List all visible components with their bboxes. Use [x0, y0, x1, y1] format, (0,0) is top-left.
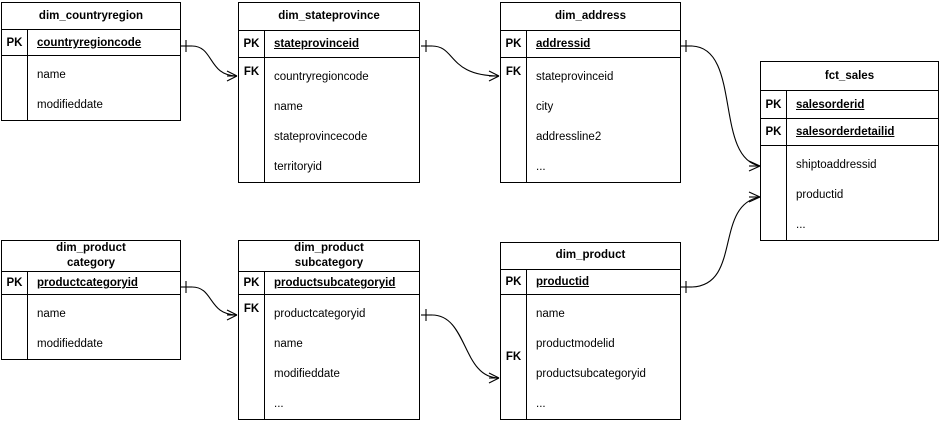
key-label: PK [501, 31, 527, 57]
attribute-row: name [274, 101, 303, 113]
key-row-pk[interactable]: PK stateprovinceid [239, 31, 419, 58]
entity-title: fct_sales [761, 62, 938, 92]
entity-dim-productcategory[interactable]: dim_product category PK productcategoryi… [1, 240, 181, 360]
attribute-row: productid [796, 189, 844, 201]
attribute-row: name [274, 338, 303, 350]
attribute-row: territoryid [274, 161, 322, 173]
key-row-pk[interactable]: PK productid [501, 269, 680, 295]
attribute-row: productsubcategoryid [536, 368, 646, 380]
key-row-pk[interactable]: PK productsubcategoryid [239, 272, 419, 295]
relationship-countryregion-stateprovince [181, 40, 238, 82]
entity-title-line: dim_product [294, 242, 364, 254]
entity-title-line: dim_product [56, 242, 126, 254]
attribute-row: modifieddate [37, 338, 103, 350]
entity-title-line: dim_product [555, 249, 626, 262]
attribute-row: ... [536, 161, 546, 173]
key-label: PK [239, 272, 265, 294]
attribute-list: productcategoryid name modifieddate ... [265, 295, 419, 419]
entity-title-line: dim_countryregion [38, 9, 144, 22]
entity-title-line: subcategory [294, 257, 364, 269]
attribute-row: modifieddate [274, 368, 340, 380]
relationship-product-sales [681, 191, 761, 293]
entity-dim-address[interactable]: dim_address PK addressid FK stateprovinc… [500, 2, 681, 183]
attribute-list: name productmodelid productsubcategoryid… [527, 295, 680, 419]
entity-title: dim_countryregion [2, 3, 180, 31]
key-label: PK [2, 30, 28, 55]
key-label: PK [501, 269, 527, 294]
body-key-label: FK [501, 58, 527, 182]
attribute-row: name [536, 308, 565, 320]
attribute-row: addressline2 [536, 131, 602, 143]
attribute-row: ... [274, 398, 284, 410]
attribute-list: countryregioncode name stateprovincecode… [265, 58, 419, 182]
entity-dim-countryregion[interactable]: dim_countryregion PK countryregioncode n… [1, 2, 181, 121]
body-key-label [2, 56, 28, 120]
attribute-list: name modifieddate [28, 56, 180, 120]
entity-title: dim_product [501, 243, 680, 270]
entity-fct-sales[interactable]: fct_sales PK salesorderid PK salesorderd… [760, 61, 939, 241]
entity-title: dim_stateprovince [239, 3, 419, 32]
attribute-name: stateprovinceid [274, 38, 359, 51]
key-row-pk[interactable]: PK countryregioncode [2, 30, 180, 56]
attribute-row: ... [796, 219, 806, 231]
key-label: PK [761, 119, 787, 145]
body-key-label [761, 146, 787, 240]
key-label: PK [2, 272, 28, 294]
attribute-block: FK countryregioncode name stateprovincec… [239, 58, 419, 182]
attribute-name: productcategoryid [37, 277, 138, 289]
relationship-productcategory-subcategory [181, 281, 238, 321]
relationship-address-sales [681, 40, 761, 172]
key-row-pk[interactable]: PK salesorderdetailid [761, 119, 938, 146]
attribute-row: name [37, 69, 66, 81]
relationship-subcategory-product [421, 309, 500, 384]
attribute-row: modifieddate [37, 99, 103, 111]
attribute-row: city [536, 101, 554, 113]
attribute-row: countryregioncode [274, 71, 369, 83]
relationship-stateprovince-address [421, 40, 500, 82]
attribute-name: addressid [536, 38, 591, 51]
attribute-row: stateprovincecode [274, 131, 368, 143]
attribute-block: name modifieddate [2, 295, 180, 359]
body-key-label [2, 295, 28, 359]
key-row-pk[interactable]: PK salesorderid [761, 91, 938, 120]
body-key-label: FK [501, 295, 527, 419]
attribute-block: FK productcategoryid name modifieddate .… [239, 295, 419, 419]
key-row-pk[interactable]: PK addressid [501, 31, 680, 58]
entity-title: dim_product category [2, 241, 180, 272]
key-label: PK [761, 91, 787, 119]
attribute-row: productcategoryid [274, 308, 366, 320]
entity-title: dim_address [501, 3, 680, 32]
entity-dim-productsubcategory[interactable]: dim_product subcategory PK productsubcat… [238, 240, 420, 420]
attribute-block: shiptoaddressid productid ... [761, 146, 938, 240]
entity-title-line: fct_sales [824, 69, 875, 82]
attribute-block: FK stateprovinceid city addressline2 ... [501, 58, 680, 182]
attribute-list: name modifieddate [28, 295, 180, 359]
attribute-list: shiptoaddressid productid ... [787, 146, 938, 240]
attribute-name: productsubcategoryid [274, 277, 396, 289]
attribute-row: name [37, 308, 66, 320]
entity-title-line: dim_stateprovince [278, 10, 380, 23]
attribute-name: countryregioncode [37, 36, 142, 49]
attribute-block: name modifieddate [2, 56, 180, 120]
key-label: PK [239, 31, 265, 57]
entity-title-line: category [67, 257, 115, 269]
body-key-label: FK [239, 58, 265, 182]
entity-title: dim_product subcategory [239, 241, 419, 272]
key-row-pk[interactable]: PK productcategoryid [2, 272, 180, 295]
entity-dim-stateprovince[interactable]: dim_stateprovince PK stateprovinceid FK … [238, 2, 420, 183]
attribute-list: stateprovinceid city addressline2 ... [527, 58, 680, 182]
attribute-row: shiptoaddressid [796, 159, 877, 171]
attribute-row: ... [536, 398, 546, 410]
attribute-row: productmodelid [536, 338, 615, 350]
attribute-name: salesorderdetailid [796, 126, 895, 138]
body-key-label: FK [239, 295, 265, 419]
attribute-name: salesorderid [796, 98, 865, 111]
attribute-block: FK name productmodelid productsubcategor… [501, 295, 680, 419]
attribute-name: productid [536, 275, 590, 288]
attribute-row: stateprovinceid [536, 71, 614, 83]
entity-title-line: dim_address [555, 10, 626, 23]
entity-dim-product[interactable]: dim_product PK productid FK name product… [500, 242, 681, 420]
